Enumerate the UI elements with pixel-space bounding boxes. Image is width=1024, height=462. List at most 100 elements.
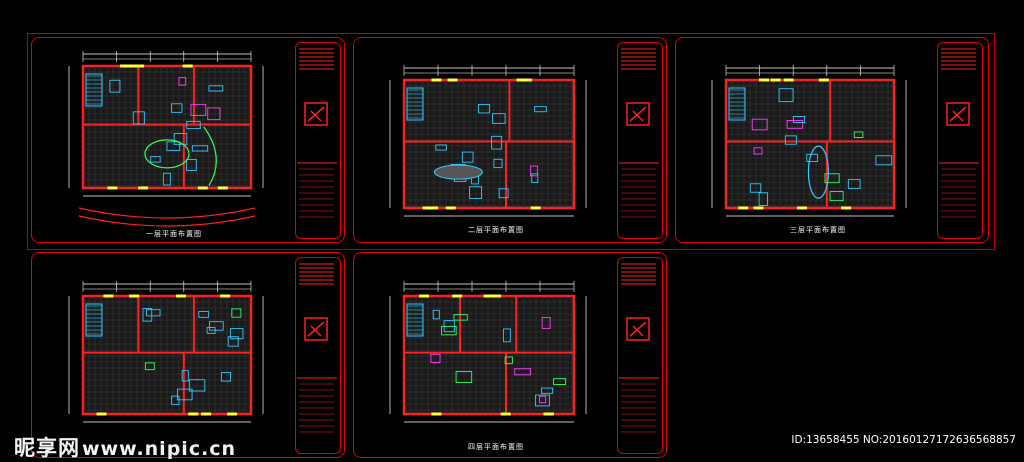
sheet-4	[31, 252, 345, 458]
window-mark	[96, 412, 107, 416]
title-block-1	[295, 42, 341, 239]
window-mark	[818, 78, 829, 82]
logo-icon-mark	[949, 106, 967, 122]
furniture	[176, 388, 193, 401]
window-mark	[753, 206, 764, 210]
window-mark	[107, 186, 118, 190]
furniture	[786, 120, 804, 129]
window-mark	[770, 78, 781, 82]
window-mark	[445, 206, 456, 210]
staircase	[728, 87, 746, 121]
sheet-title-5: 四层平面布置图	[468, 443, 524, 451]
furniture	[504, 356, 513, 365]
sheet-title-1: 一层平面布置图	[146, 230, 202, 238]
furniture	[190, 103, 207, 116]
window-mark	[452, 294, 463, 298]
furniture	[207, 107, 221, 121]
furniture	[792, 116, 806, 124]
furniture	[132, 111, 145, 125]
window-mark	[197, 186, 208, 190]
furniture	[178, 77, 187, 86]
staircase	[406, 303, 424, 337]
title-block-2	[617, 42, 663, 239]
title-block-4	[295, 257, 341, 454]
furniture	[109, 79, 121, 93]
conference-table	[807, 145, 830, 199]
sheet-5	[353, 252, 667, 458]
furniture	[778, 88, 794, 103]
furniture	[231, 308, 242, 318]
window-mark	[521, 78, 532, 82]
furniture	[144, 362, 155, 371]
furniture	[188, 379, 206, 392]
sheet-title-3: 三层平面布置图	[790, 226, 846, 234]
furniture	[806, 153, 819, 162]
furniture	[198, 310, 209, 318]
furniture	[170, 103, 183, 113]
furniture	[181, 370, 189, 382]
furniture	[146, 309, 161, 317]
window-mark	[530, 206, 541, 210]
furniture	[553, 378, 567, 385]
window-mark	[500, 412, 511, 416]
furniture	[208, 85, 224, 92]
window-mark	[483, 294, 494, 298]
window-mark	[217, 186, 228, 190]
furniture	[443, 320, 455, 333]
furniture	[493, 158, 503, 169]
sheet-1	[31, 37, 345, 243]
logo-icon	[304, 317, 328, 341]
window-mark	[491, 294, 502, 298]
furniture	[540, 387, 554, 394]
logo-icon	[304, 102, 328, 126]
window-mark	[516, 78, 527, 82]
entrance-arc	[78, 215, 256, 227]
furniture	[220, 372, 231, 382]
title-block-3	[937, 42, 983, 239]
furniture	[875, 155, 893, 166]
furniture	[853, 131, 864, 139]
outer-wall	[402, 78, 576, 210]
furniture	[492, 113, 506, 124]
furniture	[173, 133, 188, 145]
sheet-title-2: 二层平面布置图	[468, 226, 524, 234]
furniture	[227, 336, 239, 347]
window-mark	[134, 64, 145, 68]
conference-table	[433, 164, 483, 180]
window-mark	[796, 206, 807, 210]
logo-icon-mark	[307, 106, 325, 122]
sheet-3	[675, 37, 989, 243]
window-mark	[220, 294, 231, 298]
window-mark	[783, 78, 794, 82]
furniture	[209, 321, 224, 331]
window-mark	[103, 294, 114, 298]
furniture	[824, 173, 840, 184]
logo-icon-mark	[629, 321, 647, 337]
window-mark	[182, 64, 193, 68]
furniture	[441, 326, 457, 336]
window-mark	[428, 206, 439, 210]
furniture	[186, 158, 197, 172]
window-mark	[227, 412, 238, 416]
furniture	[514, 368, 532, 376]
furniture	[430, 353, 441, 363]
logo-icon	[946, 102, 970, 126]
furniture	[453, 314, 468, 321]
furniture	[142, 308, 153, 322]
furniture	[455, 370, 473, 384]
furniture	[749, 183, 762, 193]
window-mark	[759, 78, 770, 82]
staircase	[406, 87, 424, 121]
window-mark	[841, 206, 852, 210]
furniture	[531, 173, 539, 183]
window-mark	[431, 412, 442, 416]
furniture	[491, 135, 503, 150]
logo-icon-mark	[307, 321, 325, 337]
image-id-text: ID:13658455 NO:20160127172636568857	[791, 434, 1016, 446]
furniture	[541, 316, 551, 329]
watermark-logo-text: 昵享网	[14, 436, 80, 460]
window-mark	[447, 78, 458, 82]
reception-desk	[144, 139, 190, 169]
logo-icon	[626, 317, 650, 341]
